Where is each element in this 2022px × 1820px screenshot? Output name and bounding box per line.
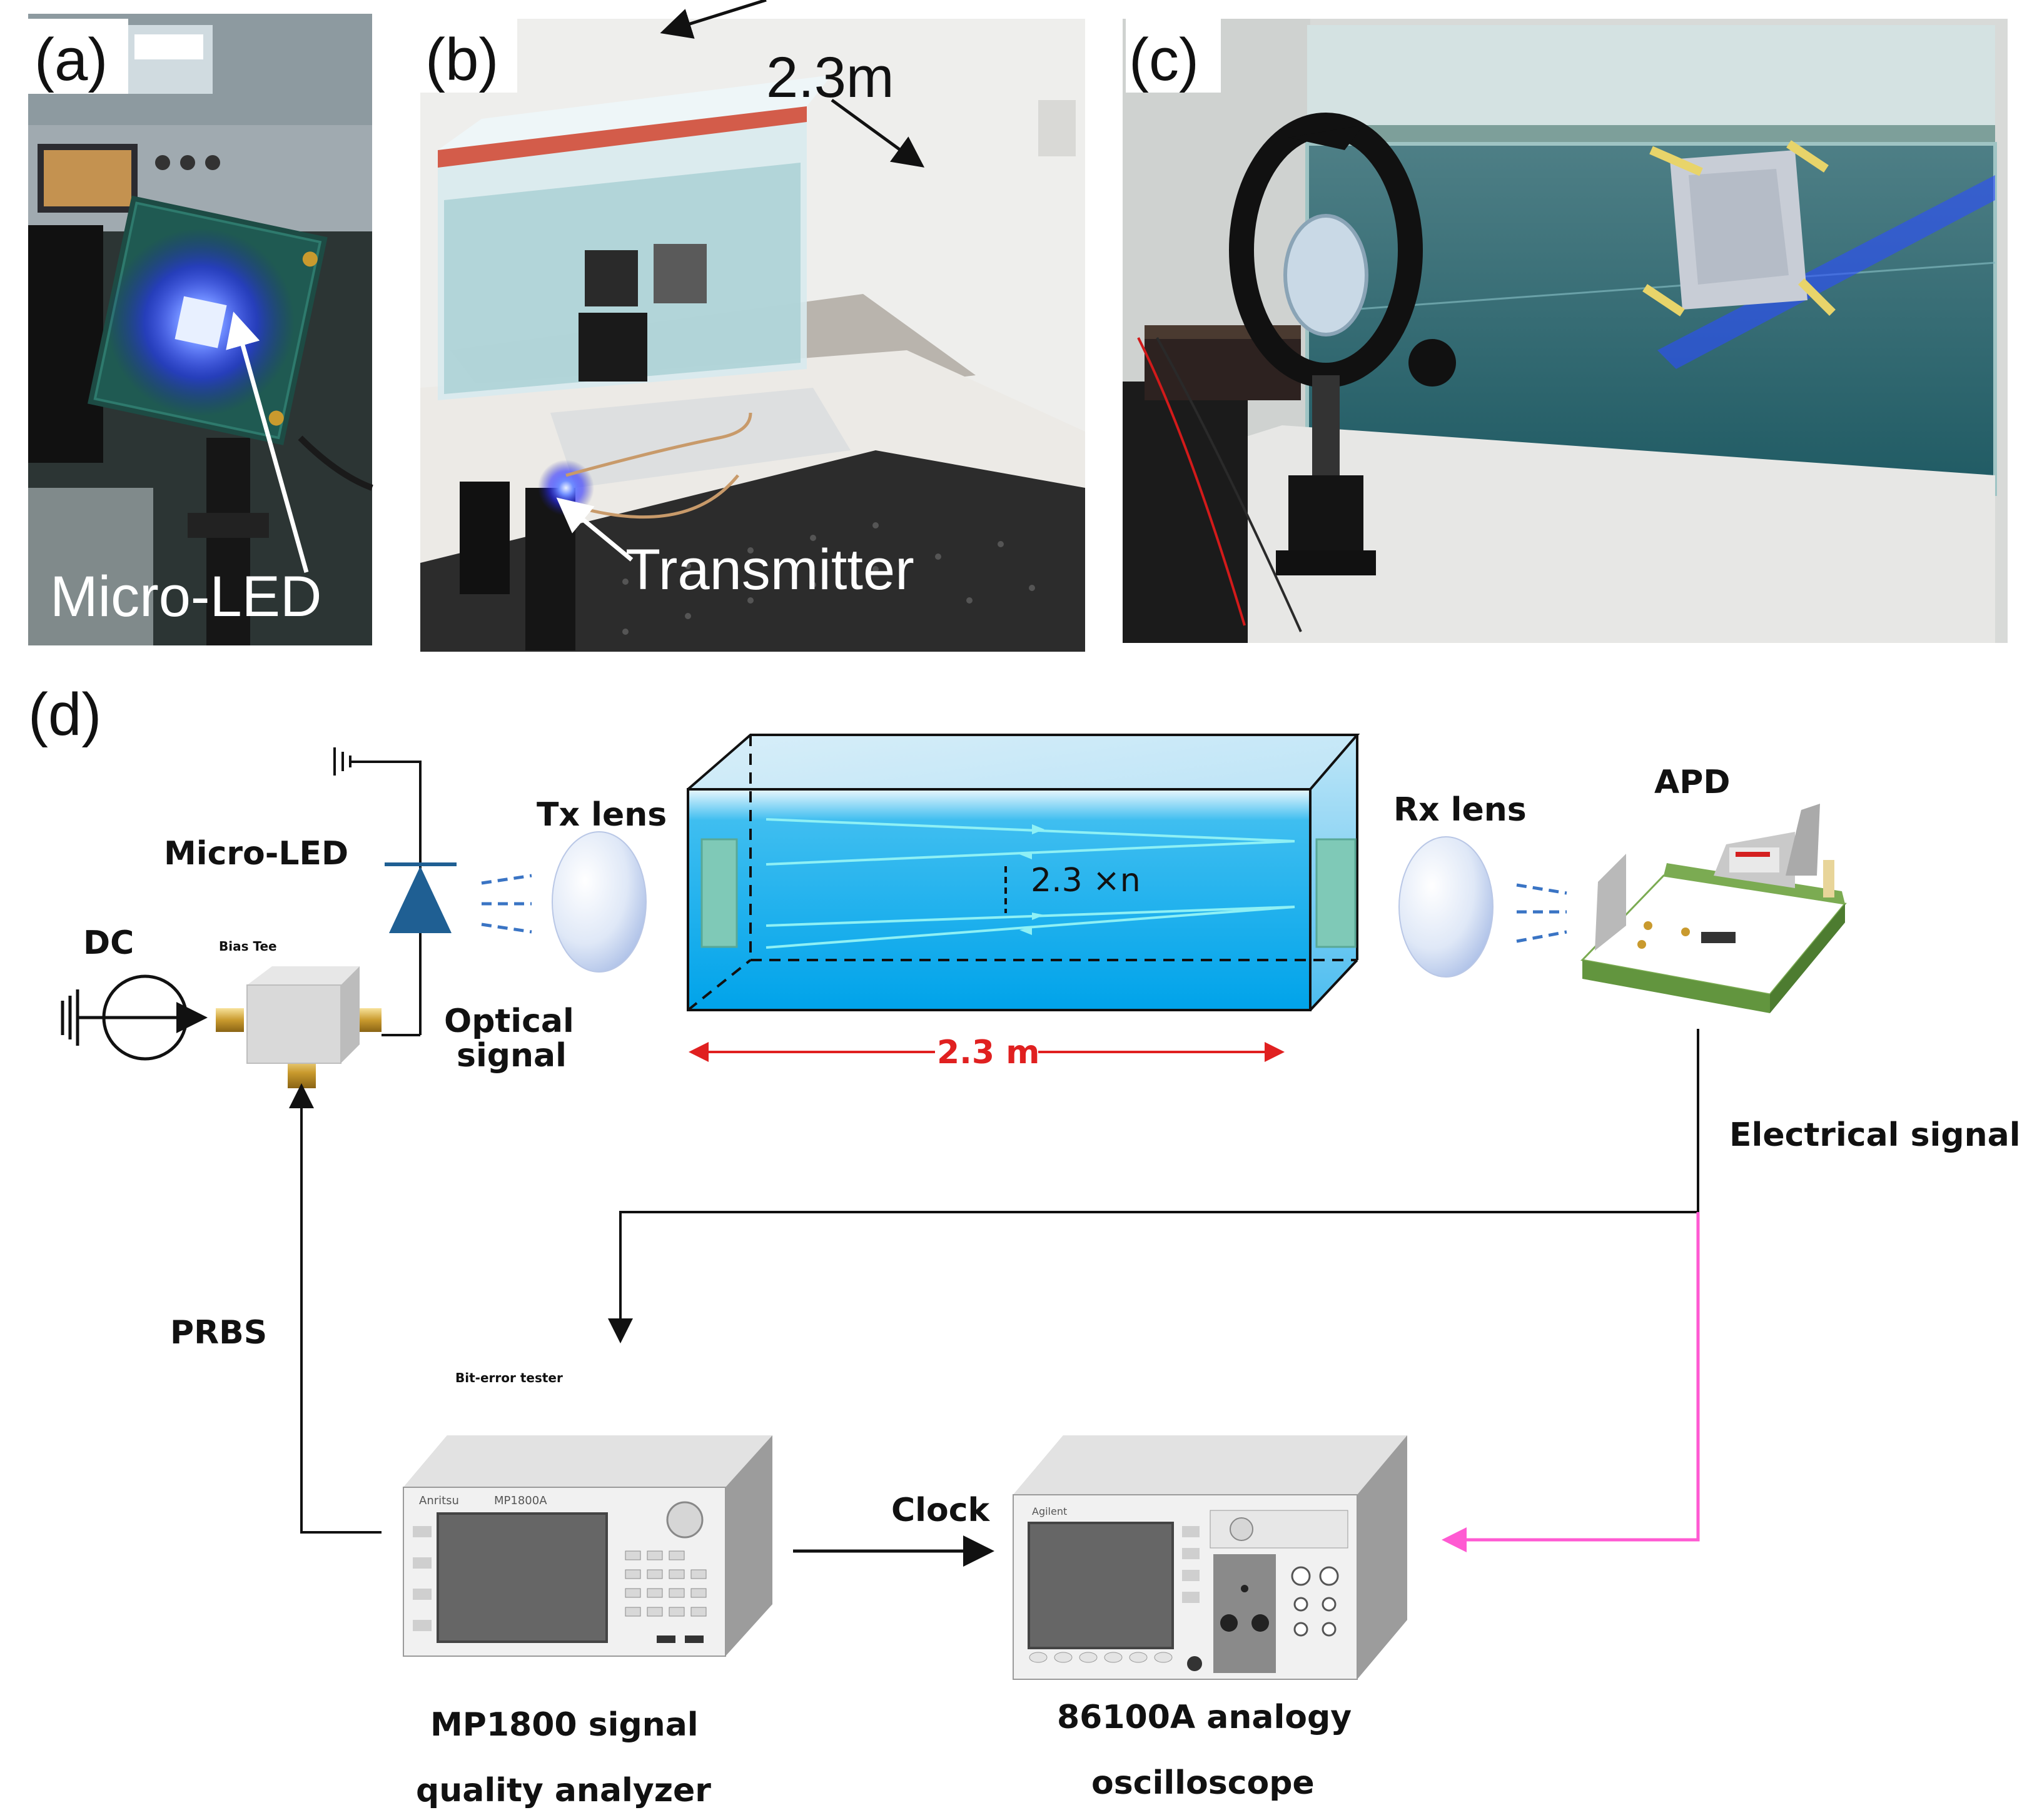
scope-brand-label: Agilent <box>1032 1505 1067 1517</box>
panel-a-label: (a) <box>34 26 108 93</box>
scope-label-1: 86100A analogy <box>1057 1699 1352 1736</box>
panel-c-label-bg <box>1126 19 1221 93</box>
dc-label: DC <box>83 924 134 962</box>
prbs-label: PRBS <box>170 1314 267 1352</box>
mp1800-label-2: quality analyzer <box>416 1772 711 1809</box>
mp1800-label-1: MP1800 signal <box>430 1706 699 1744</box>
mp1800-brand-label: Anritsu <box>419 1494 459 1507</box>
micro-led-diode-icon <box>382 862 457 1036</box>
rx-emission <box>1516 883 1567 943</box>
dc-source-icon <box>61 974 208 1061</box>
tank-length-label: 2.3 m <box>937 1034 1039 1071</box>
photo-panel-a <box>28 14 373 645</box>
mp1800-analyzer-icon <box>403 1435 772 1657</box>
rx-lens-icon <box>1398 836 1494 978</box>
electrical-signal-line <box>608 1029 1699 1343</box>
micro-led-caption: Micro-LED <box>50 565 321 629</box>
clock-label: Clock <box>891 1492 991 1529</box>
optical-signal-label-1: Optical <box>444 1003 574 1040</box>
tank-path-label: 2.3 ×n <box>1031 862 1141 899</box>
bias-tee-label: Bias Tee <box>219 939 277 954</box>
oscilloscope-signal-line <box>1442 1212 1700 1552</box>
panel-b-label-bg <box>420 19 517 93</box>
panel-c-label: (c) <box>1129 26 1199 93</box>
mp1800-model-label: MP1800A <box>494 1494 547 1507</box>
apd-board-icon <box>1580 804 1847 1013</box>
photo-panel-c <box>1123 19 2008 643</box>
photo-panel-b <box>420 0 1085 652</box>
panel-d-label: (d) <box>28 681 101 748</box>
water-tank <box>687 734 1360 1011</box>
panel-a-label-bg <box>28 19 128 94</box>
scope-label-2: oscilloscope <box>1091 1764 1315 1802</box>
tx-lens-icon <box>552 831 647 973</box>
optical-signal-label-2: signal <box>457 1037 567 1074</box>
oscilloscope-icon <box>1013 1435 1407 1680</box>
apd-label: APD <box>1654 764 1731 801</box>
transmitter-caption: Transmitter <box>625 538 914 602</box>
ground-symbol-top <box>333 747 422 876</box>
distance-caption: 2.3m <box>766 46 894 109</box>
electrical-signal-label: Electrical signal <box>1729 1116 2021 1154</box>
prbs-line <box>289 1083 382 1534</box>
panel-b-label: (b) <box>425 26 498 93</box>
tx-lens-label: Tx lens <box>537 796 667 834</box>
tx-emission <box>481 874 532 934</box>
rx-lens-label: Rx lens <box>1393 791 1527 829</box>
micro-led-label: Micro-LED <box>164 835 348 872</box>
bias-tee-icon <box>216 966 382 1088</box>
bit-error-tester-label: Bit-error tester <box>455 1370 563 1385</box>
